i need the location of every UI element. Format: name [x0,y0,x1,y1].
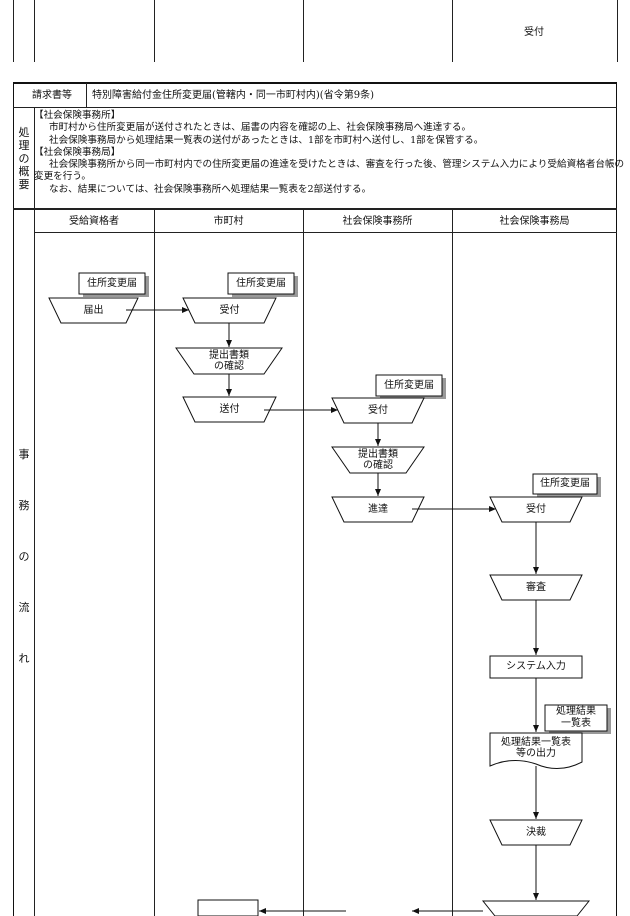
flow-label-char: の [18,550,30,563]
summary-label-char: の [18,152,30,165]
step-shape-s7 [331,496,425,523]
step-label-receive-bureau: 受付 [526,504,546,515]
step-label-document-check-office: の確認 [363,460,393,471]
summary-line: 社会保険事務局から処理結果一覧表の送付があったときは、1部を市町村へ送付し、1部… [49,134,484,146]
lane-divider [452,210,453,916]
step-label-receive-municipality: 受付 [219,305,240,316]
summary-line: なお、結果については、社会保険事務所へ処理結果一覧表を2部送付する。 [49,183,372,195]
top-table-reception-label: 受付 [524,27,544,38]
main-table [13,82,617,916]
step-label-approval: 決裁 [526,827,546,838]
header-title: 特別障害給付金住所変更届(管轄内・同一市町村内)(省令第9条) [92,90,374,101]
flow-label-char: 流 [18,601,30,614]
document-shape-d5 [544,704,611,734]
step-shape-s9 [489,574,583,601]
document-label-d5: 処理結果 [556,706,596,717]
flow-label-char: 事 [18,448,30,461]
header-label: 請求書等 [32,90,72,101]
top-table-divider-3 [303,0,304,62]
step-label-notification: 届出 [83,305,104,316]
step-label-send-municipality: 送付 [219,404,240,415]
process-summary: 【社会保険事務所】 市町村から住所変更届が送付されたときは、届書の内容を確認の上… [34,110,626,196]
flow-label-char: 務 [18,499,30,512]
document-shape-d4 [532,473,601,497]
document-shape-d3 [375,374,446,399]
step-label-receive-office: 受付 [368,405,388,416]
step-shape-s3 [175,347,283,375]
step-shape-s2 [182,297,277,324]
step-shape-s4 [182,396,277,423]
document-label-d4: 住所変更届 [540,478,590,489]
step-label-document-check-office: 提出書類 [358,449,398,460]
step-label-review: 審査 [526,582,546,593]
lane-header-social-insurance-office: 社会保険事務所 [342,216,413,227]
top-table-divider-4 [452,0,453,62]
step-label-result-output: 等の出力 [516,748,556,759]
document-label-d3: 住所変更届 [384,380,434,391]
top-table-divider-2 [154,0,155,62]
lane-divider [303,210,304,916]
summary-label-char: 要 [18,178,30,191]
step-shape-s6 [331,446,425,474]
step-label-result-output: 処理結果一覧表 [501,737,571,748]
lane-header-municipality: 市町村 [213,216,244,227]
summary-line: 市町村から住所変更届が送付されたときは、届書の内容を確認の上、社会保険事務局へ進… [49,122,472,134]
flow-label-char: れ [18,652,30,665]
document-label-d2: 住所変更届 [236,278,286,289]
bottom-box [197,899,259,916]
summary-label-char: 処 [18,126,30,139]
summary-line: 【社会保険事務局】 [34,146,121,158]
document-label-d1: 住所変更届 [87,278,137,289]
header-label-divider [86,83,87,107]
label-column-divider [34,107,35,916]
top-table-border-left [13,0,14,62]
lane-header-social-insurance-bureau: 社会保険事務局 [499,216,570,227]
summary-row-divider [13,208,617,210]
step-shape-s1 [48,297,139,324]
step-label-system-input: システム入力 [506,661,566,672]
summary-label-char: 理 [18,139,30,152]
lane-header-beneficiary: 受給資格者 [69,216,119,227]
step-shape-bottom [481,900,591,916]
summary-line: 社会保険事務所から同一市町村内での住所変更届の進達を受けたときは、審査を行った後… [34,159,625,183]
summary-label-char: 概 [18,165,30,178]
step-shape-s12 [489,819,583,846]
document-shape-d1 [78,272,149,297]
step-shape-s8 [489,496,583,523]
step-shape-s11 [489,732,583,769]
top-table-border-right [617,0,618,62]
summary-line: 【社会保険事務所】 [34,110,121,121]
top-table-divider-1 [34,0,35,62]
lane-header-divider [34,232,617,233]
step-label-forward-office: 進達 [368,504,388,515]
step-label-document-check-municipality: 提出書類 [209,350,249,361]
step-label-document-check-municipality: の確認 [214,361,244,372]
header-row-divider [13,107,617,108]
document-label-d5: 一覧表 [561,718,591,729]
document-shape-d2 [227,272,298,297]
lane-divider [154,210,155,916]
step-shape-s5 [331,397,425,424]
